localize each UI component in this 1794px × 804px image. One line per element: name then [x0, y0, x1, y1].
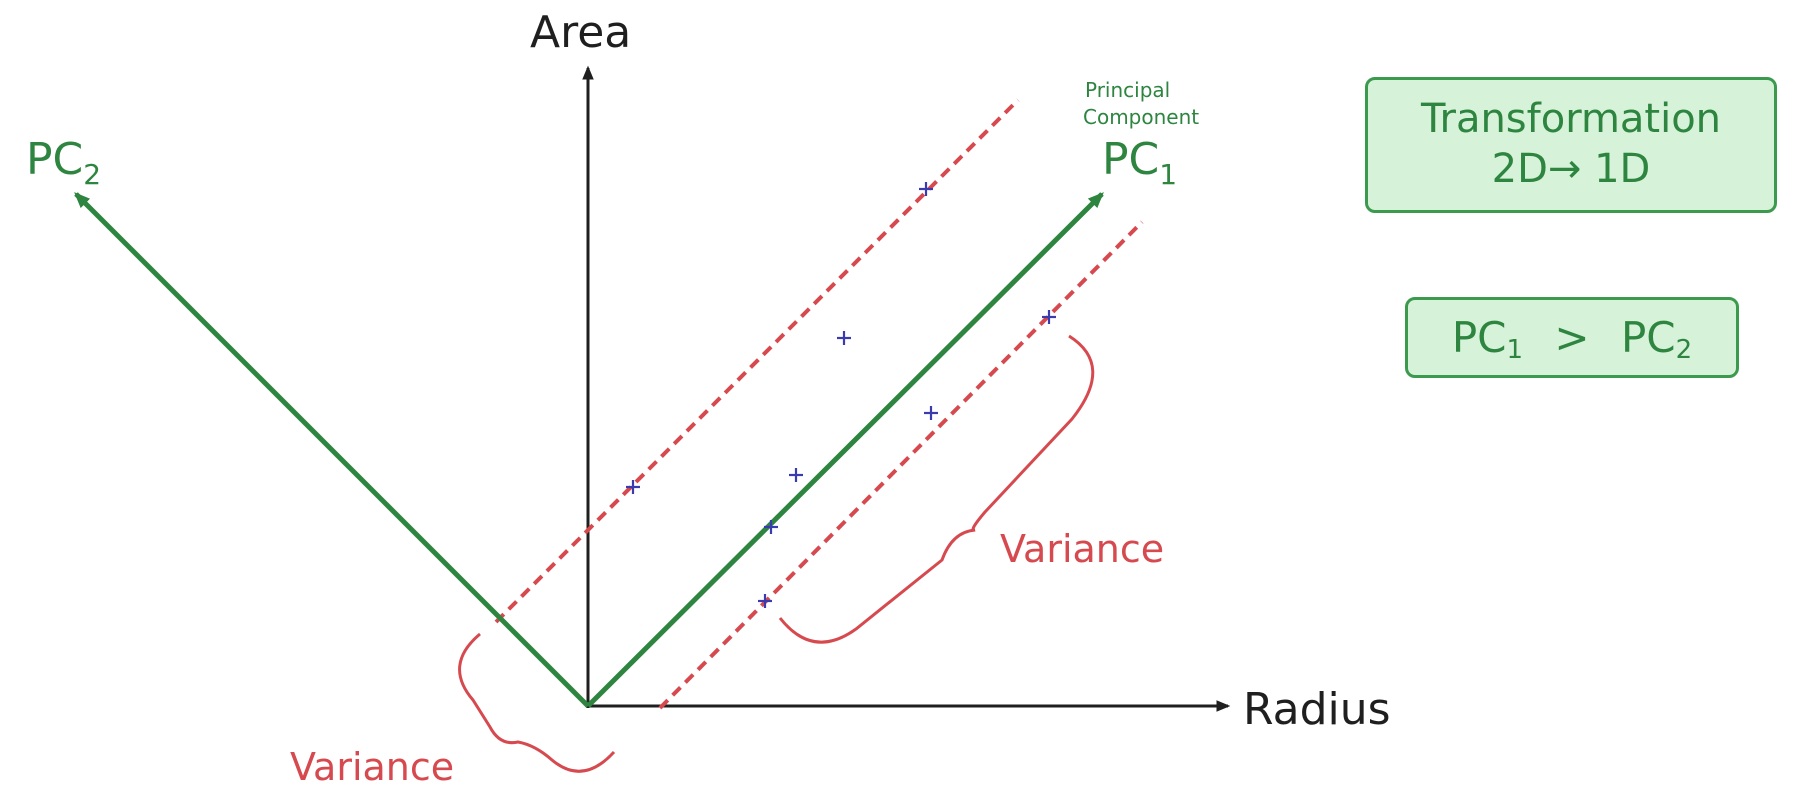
x-axis-label: Radius	[1243, 684, 1391, 735]
pc1-axis	[586, 192, 1104, 708]
principal-caption-line2: Component	[1083, 105, 1199, 129]
variance-label-left: Variance	[290, 745, 454, 789]
principal-caption-line1: Principal	[1085, 78, 1170, 102]
lower-dashed-boundary	[658, 220, 1144, 710]
pc2-label: PC2	[26, 134, 101, 191]
comparison-right: PC2	[1620, 313, 1693, 365]
data-point	[764, 520, 778, 534]
transformation-title: Transformation	[1420, 96, 1722, 142]
variance-label-right: Variance	[1000, 527, 1164, 571]
data-point	[758, 594, 772, 608]
transformation-dimensions: 2D→ 1D	[1491, 146, 1651, 192]
data-point	[924, 406, 938, 420]
data-point	[919, 182, 933, 196]
comparison-operator: >	[1554, 313, 1590, 362]
comparison-left: PC1	[1451, 313, 1524, 365]
upper-dashed-boundary	[494, 98, 1020, 624]
left-variance-brace	[458, 632, 616, 773]
transformation-box: Transformation 2D→ 1D	[1365, 77, 1777, 213]
pc2-axis	[74, 192, 590, 708]
data-point	[626, 480, 640, 494]
pc1-label: PC1	[1102, 134, 1177, 191]
data-point	[1042, 310, 1056, 324]
data-point	[789, 468, 803, 482]
pc-comparison-box: PC1 > PC2	[1405, 297, 1739, 378]
data-points	[626, 182, 1056, 608]
y-axis-label: Area	[530, 7, 631, 58]
data-point	[837, 331, 851, 345]
right-variance-brace	[778, 334, 1095, 644]
